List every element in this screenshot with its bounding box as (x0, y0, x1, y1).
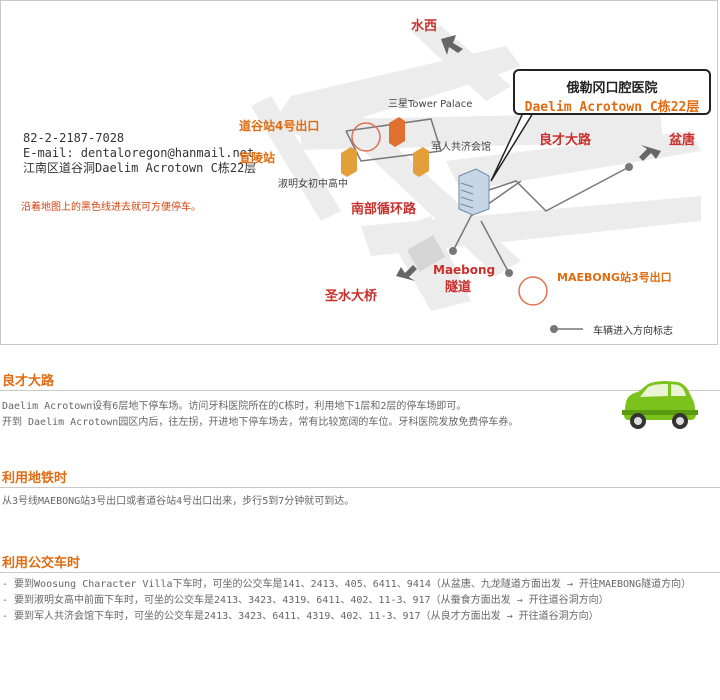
label-military-center: 军人共济会馆 (431, 142, 491, 153)
route-line-east (470, 166, 630, 212)
hospital-building-icon (458, 168, 490, 216)
section-bus-line-2: - 要到淑明女高中前面下车时，可坐的公交车是2413、3423、4319、641… (2, 595, 609, 606)
legend-label: 车辆进入方向标志 (593, 326, 673, 337)
contact-block: 82-2-2187-7028 E-mail: dentaloregon@hanm… (23, 131, 256, 176)
road-lower (361, 196, 701, 256)
arrow-seongsu-icon (396, 265, 417, 281)
label-bundang: 盆唐 (669, 133, 696, 148)
label-yangjae-road: 良才大路 (539, 133, 592, 148)
arrow-bundang-icon (639, 145, 661, 161)
contact-phone: 82-2-2187-7028 (23, 131, 125, 145)
maebong-station-circle (518, 276, 548, 306)
route-dot-2 (449, 247, 457, 255)
arrow-suseo-icon (441, 35, 463, 55)
label-seolleung-station: 宣陵站 (239, 151, 276, 165)
legend-dot (550, 325, 558, 333)
green-car-icon (622, 381, 698, 429)
callout-hospital-name: 俄勒冈口腔医院 (566, 81, 658, 96)
road-yangjae (446, 131, 701, 191)
route-dot-3 (505, 269, 513, 277)
road-left (251, 96, 341, 221)
parking-area (407, 235, 446, 272)
section-bus-line-3: - 要到军人共济会馆下车时，可坐的公交车是2413、3423、6411、4319… (2, 611, 599, 622)
label-suseo: 水西 (411, 19, 438, 34)
section-car-line-1: Daelim Acrotown设有6层地下停车场。访问牙科医院所在的C栋时，利用… (2, 401, 467, 412)
section-divider (0, 487, 720, 488)
location-map: 82-2-2187-7028 E-mail: dentaloregon@hanm… (0, 0, 718, 345)
section-subway: 利用地铁时 从3号线MAEBONG站3号出口或者道谷站4号出口出来，步行5到7分… (0, 467, 720, 510)
route-dot-1 (625, 163, 633, 171)
section-divider (0, 572, 720, 573)
tower-icon-school-2 (413, 147, 429, 177)
label-maebong-exit3: MAEBONG站3号出口 (557, 271, 672, 284)
label-nambu-ring-road: 南部循环路 (351, 202, 417, 217)
hospital-callout: 俄勒冈口腔医院 Daelim Acrotown C栋22层 (513, 69, 711, 115)
parking-note: 沿着地图上的黑色线进去就可方便停车。 (21, 202, 201, 213)
section-subway-title: 利用地铁时 (2, 471, 68, 486)
label-dogok-exit4: 道谷站4号出口 (239, 119, 320, 133)
label-seongsu-bridge: 圣水大桥 (325, 289, 378, 304)
road-suseo (411, 26, 511, 101)
section-divider (0, 390, 720, 391)
label-maebong-tunnel-en: Maebong (433, 263, 496, 277)
section-car-title: 良才大路 (2, 374, 55, 389)
route-line-south (480, 220, 510, 274)
map-roads-layer (251, 26, 701, 333)
dogok-station-circle (351, 122, 381, 152)
section-bus-line-1: - 要到Woosung Character Villa下车时，可坐的公交车是14… (2, 579, 692, 590)
section-bus-title: 利用公交车时 (2, 556, 81, 571)
route-line-inner (452, 180, 522, 252)
contact-address: 江南区道谷洞Daelim Acrotown C栋22层 (23, 161, 257, 175)
label-sookmyung-school: 淑明女初中高中 (278, 179, 348, 190)
section-bus: 利用公交车时 - 要到Woosung Character Villa下车时，可坐… (0, 552, 720, 625)
callout-hospital-address: Daelim Acrotown C栋22层 (524, 100, 700, 115)
label-samsung-tower-palace: 三星Tower Palace (388, 99, 473, 110)
tower-icon-samsung (389, 117, 405, 147)
section-car: 良才大路 Daelim Acrotown设有6层地下停车场。访问牙科医院所在的C… (0, 370, 720, 431)
contact-email: E-mail: dentaloregon@hanmail.net (23, 146, 255, 160)
section-subway-line-1: 从3号线MAEBONG站3号出口或者道谷站4号出口出来，步行5到7分钟就可到达。 (2, 496, 355, 507)
label-maebong-tunnel-cn: 隧道 (445, 280, 472, 295)
section-car-line-2: 开到 Daelim Acrotown园区内后，往左拐，开进地下停车场去，常有比较… (2, 417, 519, 428)
tower-icon-school-1 (341, 147, 357, 177)
